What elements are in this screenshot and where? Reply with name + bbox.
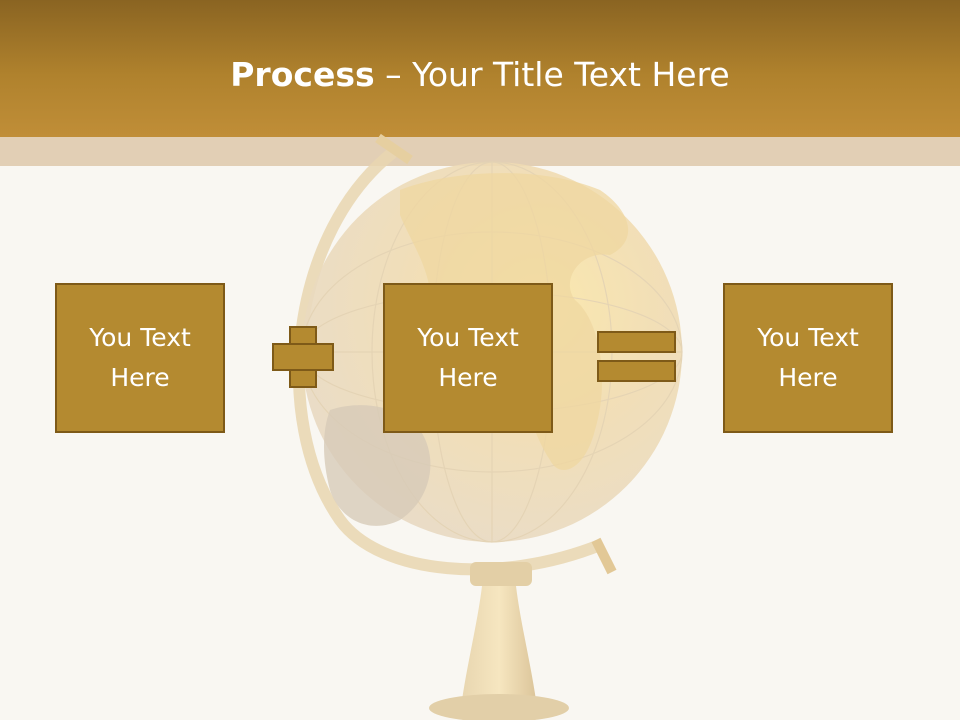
text-box-1-line2: Here <box>110 363 170 392</box>
text-box-1-line1: You Text <box>89 323 191 352</box>
slide-title: Process – Your Title Text Here <box>0 50 960 100</box>
text-box-2-line1: You Text <box>417 323 519 352</box>
title-bold-word: Process <box>230 55 375 94</box>
plus-icon-center <box>291 345 315 369</box>
text-box-2[interactable]: You Text Here <box>383 283 553 433</box>
text-box-2-line2: Here <box>438 363 498 392</box>
title-banner <box>0 0 960 137</box>
text-box-3[interactable]: You Text Here <box>723 283 893 433</box>
equals-icon-bottom-bar <box>597 360 676 382</box>
title-text: – Your Title Text Here <box>374 55 730 94</box>
text-box-1[interactable]: You Text Here <box>55 283 225 433</box>
title-underband <box>0 137 960 166</box>
equals-icon-top-bar <box>597 331 676 353</box>
text-box-3-line2: Here <box>778 363 838 392</box>
text-box-3-line1: You Text <box>757 323 859 352</box>
